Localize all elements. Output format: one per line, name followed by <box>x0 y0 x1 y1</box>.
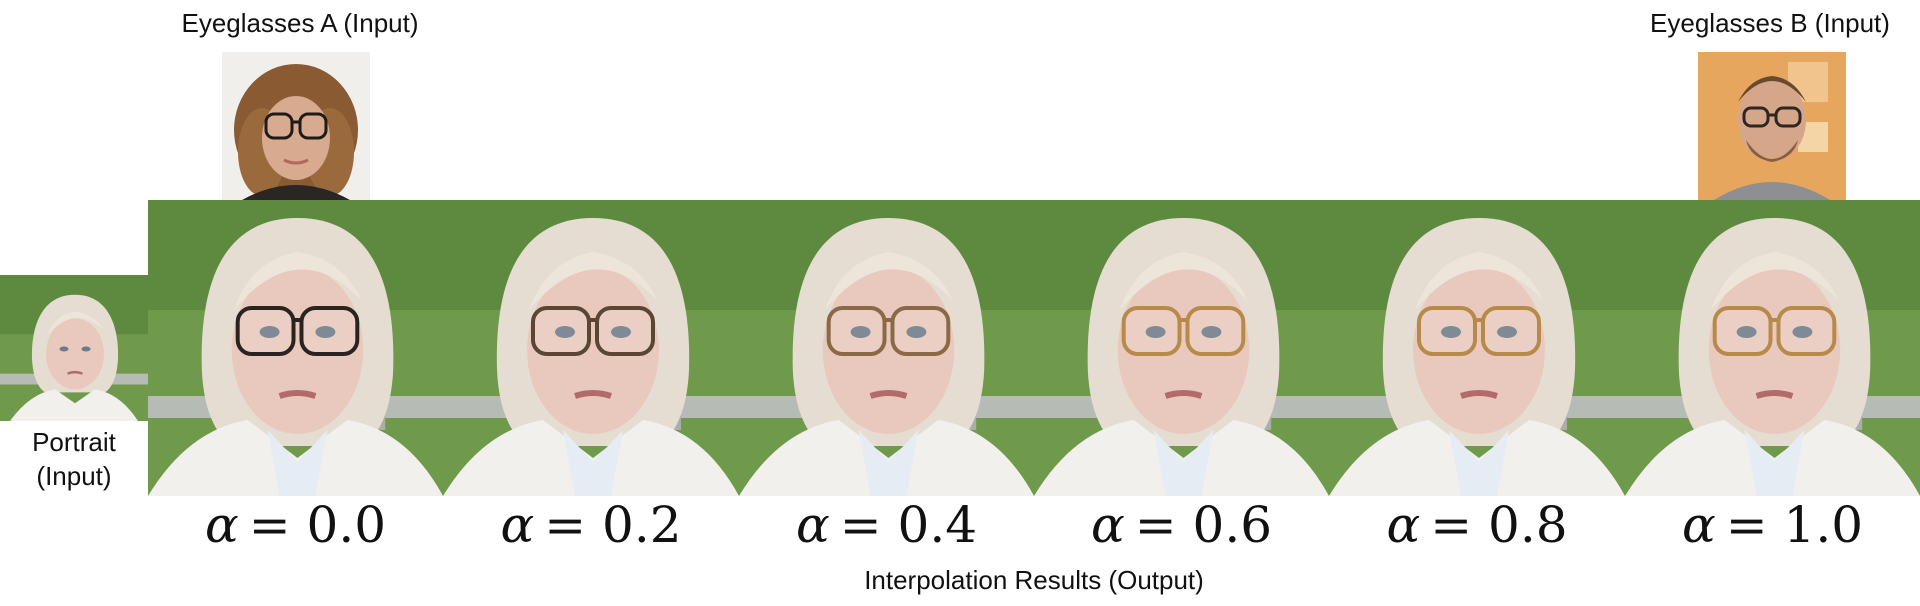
alpha-symbol: α <box>795 496 830 554</box>
alpha-label: α= 0.8 <box>1329 496 1625 554</box>
eyeglasses-b-image <box>1698 52 1846 200</box>
alpha-value: = 0.0 <box>248 496 387 554</box>
alpha-value: = 0.2 <box>544 496 682 554</box>
alpha-label: α= 0.2 <box>443 496 739 554</box>
alpha-value: = 1.0 <box>1725 496 1864 554</box>
alpha-label: α= 0.0 <box>148 496 443 554</box>
portrait-input-image <box>0 275 148 421</box>
interpolation-result-image <box>1625 200 1920 496</box>
alpha-label: α= 0.4 <box>739 496 1034 554</box>
alpha-label: α= 0.6 <box>1034 496 1329 554</box>
eyeglasses-a-label: Eyeglasses A (Input) <box>181 8 419 38</box>
portrait-label-line1: Portrait <box>32 427 116 457</box>
interpolation-result-image <box>1034 200 1329 496</box>
alpha-label: α= 1.0 <box>1625 496 1920 554</box>
interpolation-result-image <box>739 200 1034 496</box>
alpha-symbol: α <box>1386 496 1421 554</box>
portrait-label-line2: (Input) <box>36 461 112 491</box>
output-caption: Interpolation Results (Output) <box>864 565 1204 595</box>
eyeglasses-b-label: Eyeglasses B (Input) <box>1650 8 1890 38</box>
eyeglasses-a-image <box>222 52 370 200</box>
alpha-symbol: α <box>1681 496 1716 554</box>
interpolation-result-image <box>443 200 739 496</box>
alpha-symbol: α <box>1090 496 1125 554</box>
interpolation-result-image <box>148 200 443 496</box>
alpha-value: = 0.4 <box>839 496 978 554</box>
alpha-symbol: α <box>204 496 239 554</box>
alpha-symbol: α <box>500 496 535 554</box>
alpha-value: = 0.6 <box>1134 496 1273 554</box>
interpolation-result-image <box>1329 200 1625 496</box>
alpha-value: = 0.8 <box>1430 496 1568 554</box>
